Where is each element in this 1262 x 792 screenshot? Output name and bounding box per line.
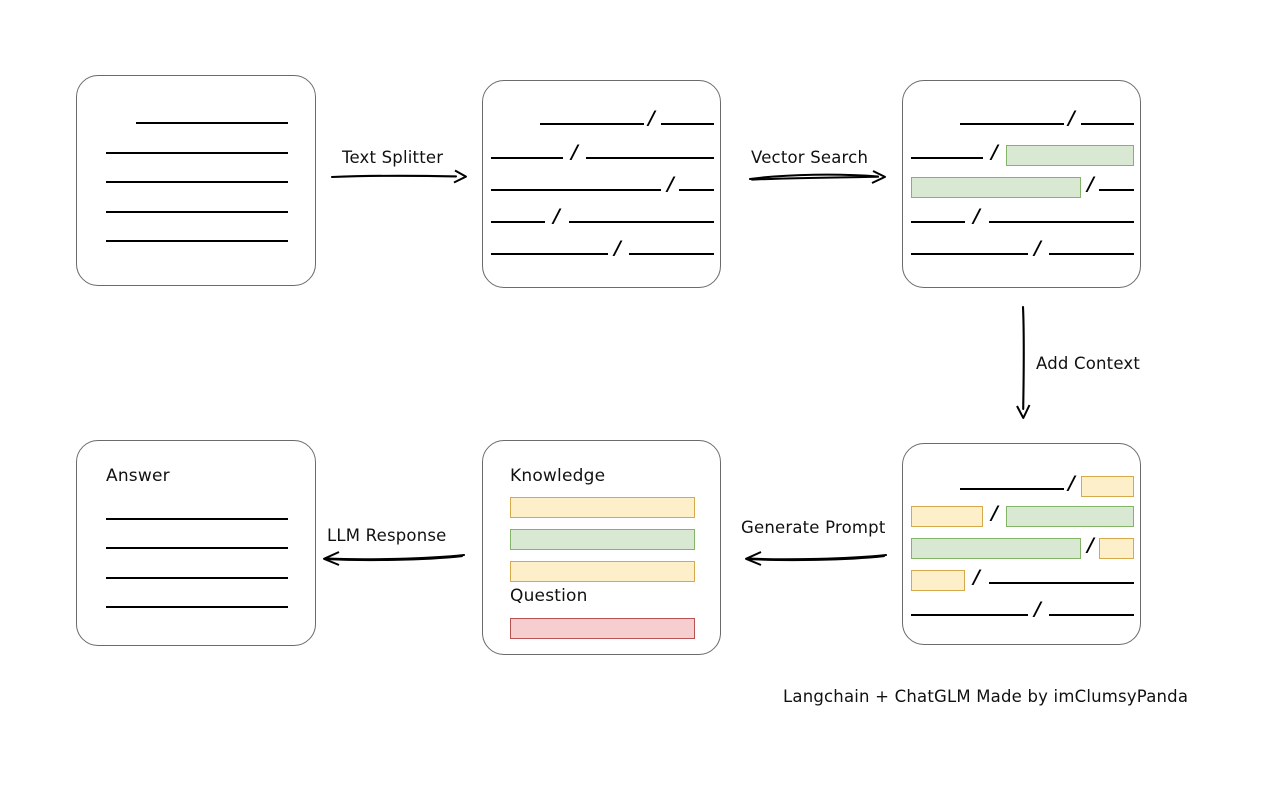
node-source-document (76, 75, 316, 286)
chunk-slash: / (1068, 472, 1075, 494)
question-label: Question (510, 586, 588, 606)
arrow-right-icon (330, 169, 467, 184)
document-line (106, 211, 288, 213)
arrow-left-icon (323, 551, 466, 566)
edge-vector-search (748, 165, 888, 189)
chunk-slash: / (648, 107, 655, 129)
chunk-slash: / (973, 566, 980, 588)
answer-line (106, 518, 288, 520)
chunk-segment (911, 157, 983, 159)
chunk-segment (1081, 123, 1134, 125)
node-answer: Answer (76, 440, 316, 646)
chunk-slash: / (1034, 598, 1041, 620)
chunk-segment (569, 221, 714, 223)
chunk-slash: / (614, 237, 621, 259)
answer-line (106, 547, 288, 549)
chunk-slash: / (1087, 534, 1094, 556)
chunk-segment (1049, 253, 1134, 255)
chunk-segment (989, 582, 1134, 584)
chunk-segment (661, 123, 714, 125)
arrow-down-icon (1016, 305, 1031, 419)
chunk-segment (679, 189, 714, 191)
arrow-right-icon (748, 170, 886, 184)
chunk-segment (911, 614, 1028, 616)
chunk-segment (540, 123, 644, 125)
edge-vector-search-label: Vector Search (751, 148, 869, 167)
chunk-slash: / (1087, 173, 1094, 195)
answer-line (106, 606, 288, 608)
chunk-segment-highlight-yellow (1081, 476, 1134, 497)
chunk-segment-highlight-yellow (911, 570, 965, 591)
node-prompt: Knowledge Question (482, 440, 721, 655)
document-line (106, 152, 288, 154)
chunk-segment-highlight-green (1006, 506, 1134, 527)
chunk-segment (960, 488, 1064, 490)
knowledge-bar-yellow (510, 561, 695, 582)
chunk-segment-highlight-yellow (911, 506, 983, 527)
knowledge-bar-green (510, 529, 695, 550)
chunk-segment-highlight-green (1006, 145, 1134, 166)
footer-credit: Langchain + ChatGLM Made by imClumsyPand… (783, 687, 1189, 706)
chunk-segment (491, 189, 661, 191)
chunk-segment (911, 253, 1028, 255)
edge-add-context (1012, 305, 1038, 420)
node-vector-matched-chunks: / / / / / (902, 80, 1141, 288)
chunk-segment (491, 221, 545, 223)
chunk-slash: / (973, 205, 980, 227)
edge-text-splitter-label: Text Splitter (342, 148, 444, 167)
chunk-segment (491, 157, 563, 159)
answer-label: Answer (106, 466, 170, 486)
chunk-segment (586, 157, 714, 159)
chunk-segment (491, 253, 608, 255)
chunk-slash: / (1034, 237, 1041, 259)
knowledge-bar-yellow (510, 497, 695, 518)
document-line (106, 181, 288, 183)
edge-llm-response-label: LLM Response (327, 526, 447, 545)
chunk-slash: / (571, 141, 578, 163)
chunk-segment (1099, 189, 1134, 191)
chunk-segment-highlight-green (911, 177, 1081, 198)
question-bar-red (510, 618, 695, 639)
edge-add-context-label: Add Context (1036, 354, 1141, 373)
chunk-segment (629, 253, 714, 255)
chunk-segment (989, 221, 1134, 223)
edge-generate-prompt (740, 547, 888, 569)
node-context-enriched-chunks: / / / / / (902, 443, 1141, 645)
document-line (106, 240, 288, 242)
answer-line (106, 577, 288, 579)
chunk-slash: / (991, 141, 998, 163)
chunk-slash: / (991, 502, 998, 524)
chunk-segment (1049, 614, 1134, 616)
document-line (136, 122, 288, 124)
chunk-segment (960, 123, 1064, 125)
chunk-slash: / (553, 205, 560, 227)
knowledge-label: Knowledge (510, 466, 606, 486)
chunk-slash: / (1068, 107, 1075, 129)
edge-llm-response (318, 547, 466, 569)
arrow-left-icon (745, 551, 888, 566)
chunk-segment-highlight-green (911, 538, 1081, 559)
node-split-chunks: / / / / / (482, 80, 721, 288)
chunk-segment (911, 221, 965, 223)
chunk-slash: / (667, 173, 674, 195)
edge-generate-prompt-label: Generate Prompt (741, 518, 886, 537)
edge-text-splitter (330, 165, 470, 187)
chunk-segment-highlight-yellow (1099, 538, 1134, 559)
